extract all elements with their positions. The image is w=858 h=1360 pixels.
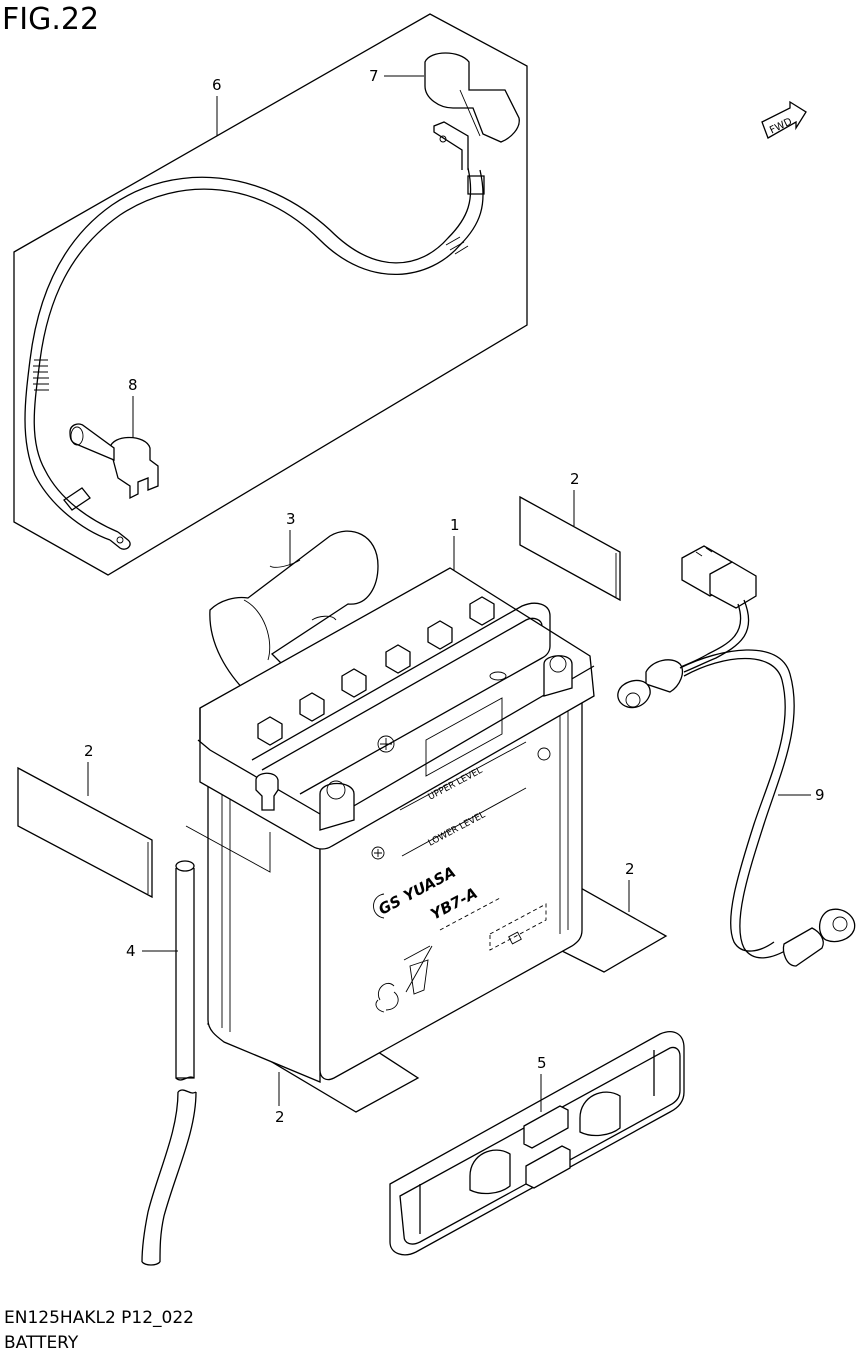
callout-2-top-right: 2 [570,470,580,488]
callout-8: 8 [128,376,138,394]
ground-cable [617,545,856,967]
callout-labels: 1 2 2 2 2 3 4 5 6 7 8 9 [84,67,825,1126]
pad-top-right [519,495,621,602]
callout-3: 3 [286,510,296,528]
callout-2-left: 2 [84,742,94,760]
callout-2-bottom-right: 2 [625,860,635,878]
pad-left [17,766,153,899]
breather-tube [141,825,271,1266]
callout-7: 7 [369,67,379,85]
battery-body: UPPER LEVEL LOWER LEVEL GS YUASA YB7-A [197,567,595,1083]
figure-title: FIG.22 [2,2,100,37]
battery-sleeve [209,530,379,695]
fwd-label: FWD [768,116,794,136]
callout-2-bottom: 2 [275,1108,285,1126]
battery-exploded-diagram: FWD [13,13,856,1266]
figure-code: EN125HAKL2 P12_022 [4,1308,194,1328]
callout-6: 6 [212,76,222,94]
callout-1: 1 [450,516,460,534]
figure-caption: BATTERY [4,1333,79,1353]
harness-panel [13,13,528,576]
battery-strap [389,1031,685,1256]
callout-5: 5 [537,1054,547,1072]
fwd-arrow-icon: FWD [761,100,807,139]
callout-9: 9 [815,786,825,804]
callout-4: 4 [126,942,136,960]
